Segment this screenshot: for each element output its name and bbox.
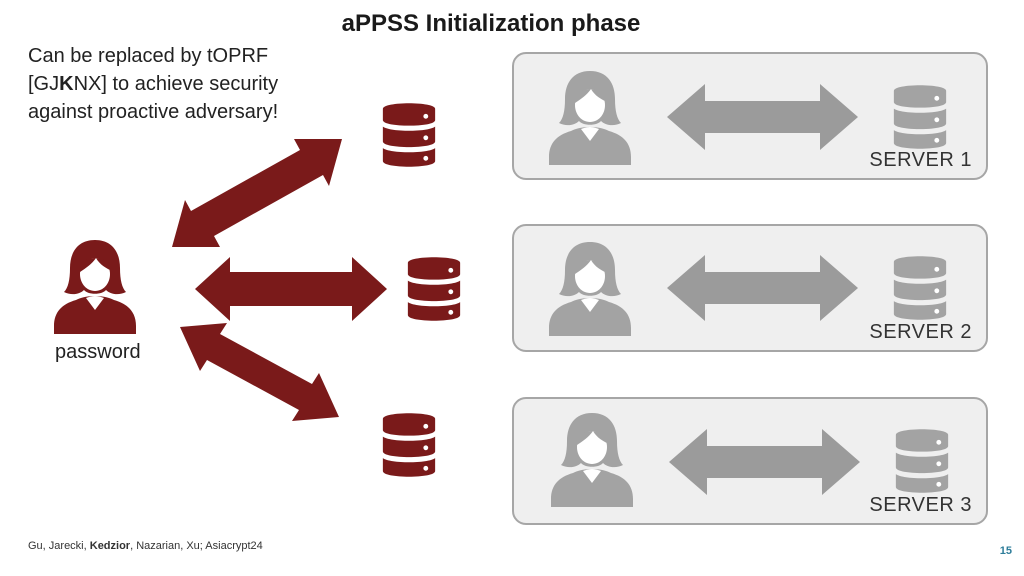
person-icon	[545, 235, 635, 337]
note-line-2: [GJKNX] to achieve security	[28, 70, 328, 98]
person-icon	[545, 64, 635, 166]
note-line-3: against proactive adversary!	[28, 101, 279, 123]
note-line-2-bold: K	[59, 73, 74, 95]
database-icon	[406, 252, 462, 326]
double-arrow-icon	[172, 139, 342, 247]
database-icon	[892, 80, 948, 154]
server-label-2: SERVER 2	[869, 321, 972, 343]
double-arrow-icon	[180, 323, 339, 421]
citation-post: , Nazarian, Xu; Asiacrypt24	[130, 540, 263, 552]
password-label: password	[55, 341, 141, 363]
person-icon	[547, 406, 637, 508]
double-arrow-icon	[669, 429, 860, 495]
toprf-note: Can be replaced by tOPRF [GJKNX] to achi…	[28, 42, 328, 126]
citation-bold: Kedzior	[89, 540, 131, 552]
double-arrow-icon	[667, 84, 858, 150]
note-line-2-pre: [GJ	[28, 73, 60, 95]
double-arrow-icon	[195, 257, 387, 321]
database-icon	[894, 424, 950, 498]
citation-pre: Gu, Jarecki,	[28, 540, 90, 552]
database-icon	[381, 408, 437, 482]
note-line-2-post: NX] to achieve security	[73, 73, 279, 95]
person-icon	[50, 234, 140, 334]
double-arrow-icon	[667, 255, 858, 321]
slide-title: aPPSS Initialization phase	[341, 10, 641, 37]
server-label-3: SERVER 3	[869, 494, 972, 516]
server-label-1: SERVER 1	[869, 149, 972, 171]
page-number: 15	[999, 545, 1012, 557]
database-icon	[381, 98, 437, 172]
note-line-1: Can be replaced by tOPRF	[28, 45, 269, 67]
citation: Gu, Jarecki, Kedzior, Nazarian, Xu; Asia…	[28, 540, 263, 552]
database-icon	[892, 251, 948, 325]
